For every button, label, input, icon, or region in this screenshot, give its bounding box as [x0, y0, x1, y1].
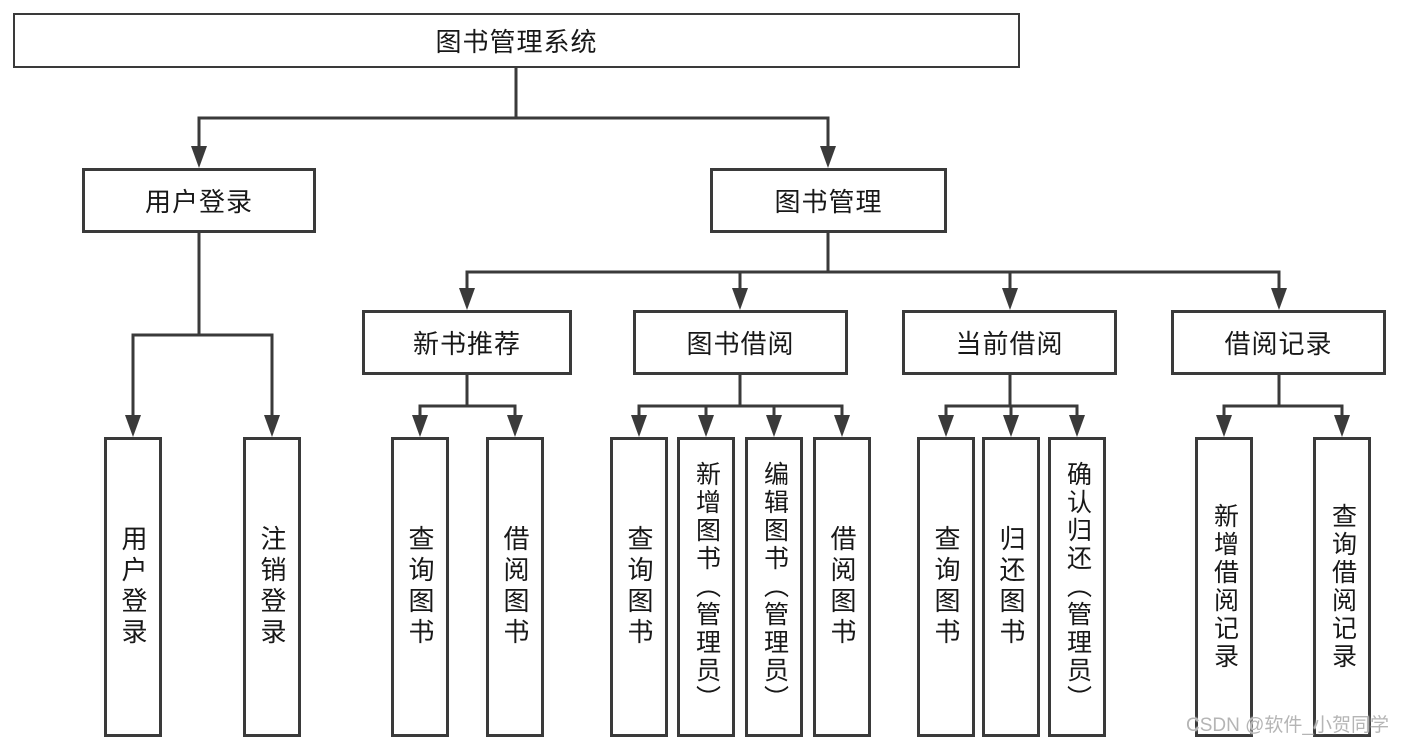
node-leaf-borrow-books-recommend: 借阅图书	[486, 437, 544, 737]
node-leaf-user-login: 用户登录	[104, 437, 162, 737]
node-leaf-return-books: 归还图书	[982, 437, 1040, 737]
node-book-management: 图书管理	[710, 168, 947, 233]
leaf-label: 用户登录	[118, 525, 148, 649]
csdn-watermark: CSDN @软件_小贺同学	[1186, 715, 1389, 736]
connector-root-to-level2	[197, 66, 830, 150]
node-book-borrow: 图书借阅	[633, 310, 848, 375]
node-current-borrow-label: 当前借阅	[955, 329, 1064, 359]
node-book-borrow-label: 图书借阅	[686, 329, 795, 359]
connector-recommend-children	[418, 373, 517, 419]
connector-user-branch	[131, 231, 274, 419]
node-root: 图书管理系统	[13, 13, 1020, 68]
node-leaf-query-books-borrow: 查询图书	[610, 437, 668, 737]
node-new-book-recommend: 新书推荐	[362, 310, 572, 375]
leaf-label: 查询图书	[624, 525, 654, 649]
node-leaf-query-books-recommend: 查询图书	[391, 437, 449, 737]
leaf-label: 编辑图书（管理员）	[760, 461, 789, 713]
node-borrow-records-label: 借阅记录	[1224, 329, 1333, 359]
leaf-label: 查询图书	[931, 525, 961, 649]
node-current-borrow: 当前借阅	[902, 310, 1117, 375]
leaf-label: 查询图书	[405, 525, 435, 649]
node-leaf-query-books-current: 查询图书	[917, 437, 975, 737]
leaf-label: 归还图书	[996, 525, 1026, 649]
connector-borrow-children	[637, 373, 844, 419]
leaf-label: 确认归还（管理员）	[1063, 461, 1092, 713]
node-leaf-add-books-admin: 新增图书（管理员）	[677, 437, 735, 737]
leaf-label: 新增图书（管理员）	[692, 461, 721, 713]
arrowheads	[125, 146, 1350, 437]
connector-records-children	[1222, 373, 1344, 419]
node-user-login-label: 用户登录	[144, 187, 253, 217]
connector-book-branch	[465, 231, 1281, 292]
leaf-label: 借阅图书	[500, 525, 530, 649]
leaf-label: 注销登录	[257, 525, 287, 649]
leaf-label: 查询借阅记录	[1328, 503, 1357, 671]
leaf-label: 借阅图书	[827, 525, 857, 649]
node-book-management-label: 图书管理	[774, 187, 883, 217]
node-root-label: 图书管理系统	[435, 27, 598, 57]
node-leaf-borrow-books-borrow: 借阅图书	[813, 437, 871, 737]
node-leaf-add-borrow-record: 新增借阅记录	[1195, 437, 1253, 737]
connector-current-children	[944, 373, 1079, 419]
node-leaf-logout: 注销登录	[243, 437, 301, 737]
node-leaf-query-borrow-record: 查询借阅记录	[1313, 437, 1371, 737]
node-user-login: 用户登录	[82, 168, 316, 233]
leaf-label: 新增借阅记录	[1210, 503, 1239, 671]
node-new-book-recommend-label: 新书推荐	[412, 329, 521, 359]
node-leaf-edit-books-admin: 编辑图书（管理员）	[745, 437, 803, 737]
node-borrow-records: 借阅记录	[1171, 310, 1386, 375]
node-leaf-confirm-return-admin: 确认归还（管理员）	[1048, 437, 1106, 737]
